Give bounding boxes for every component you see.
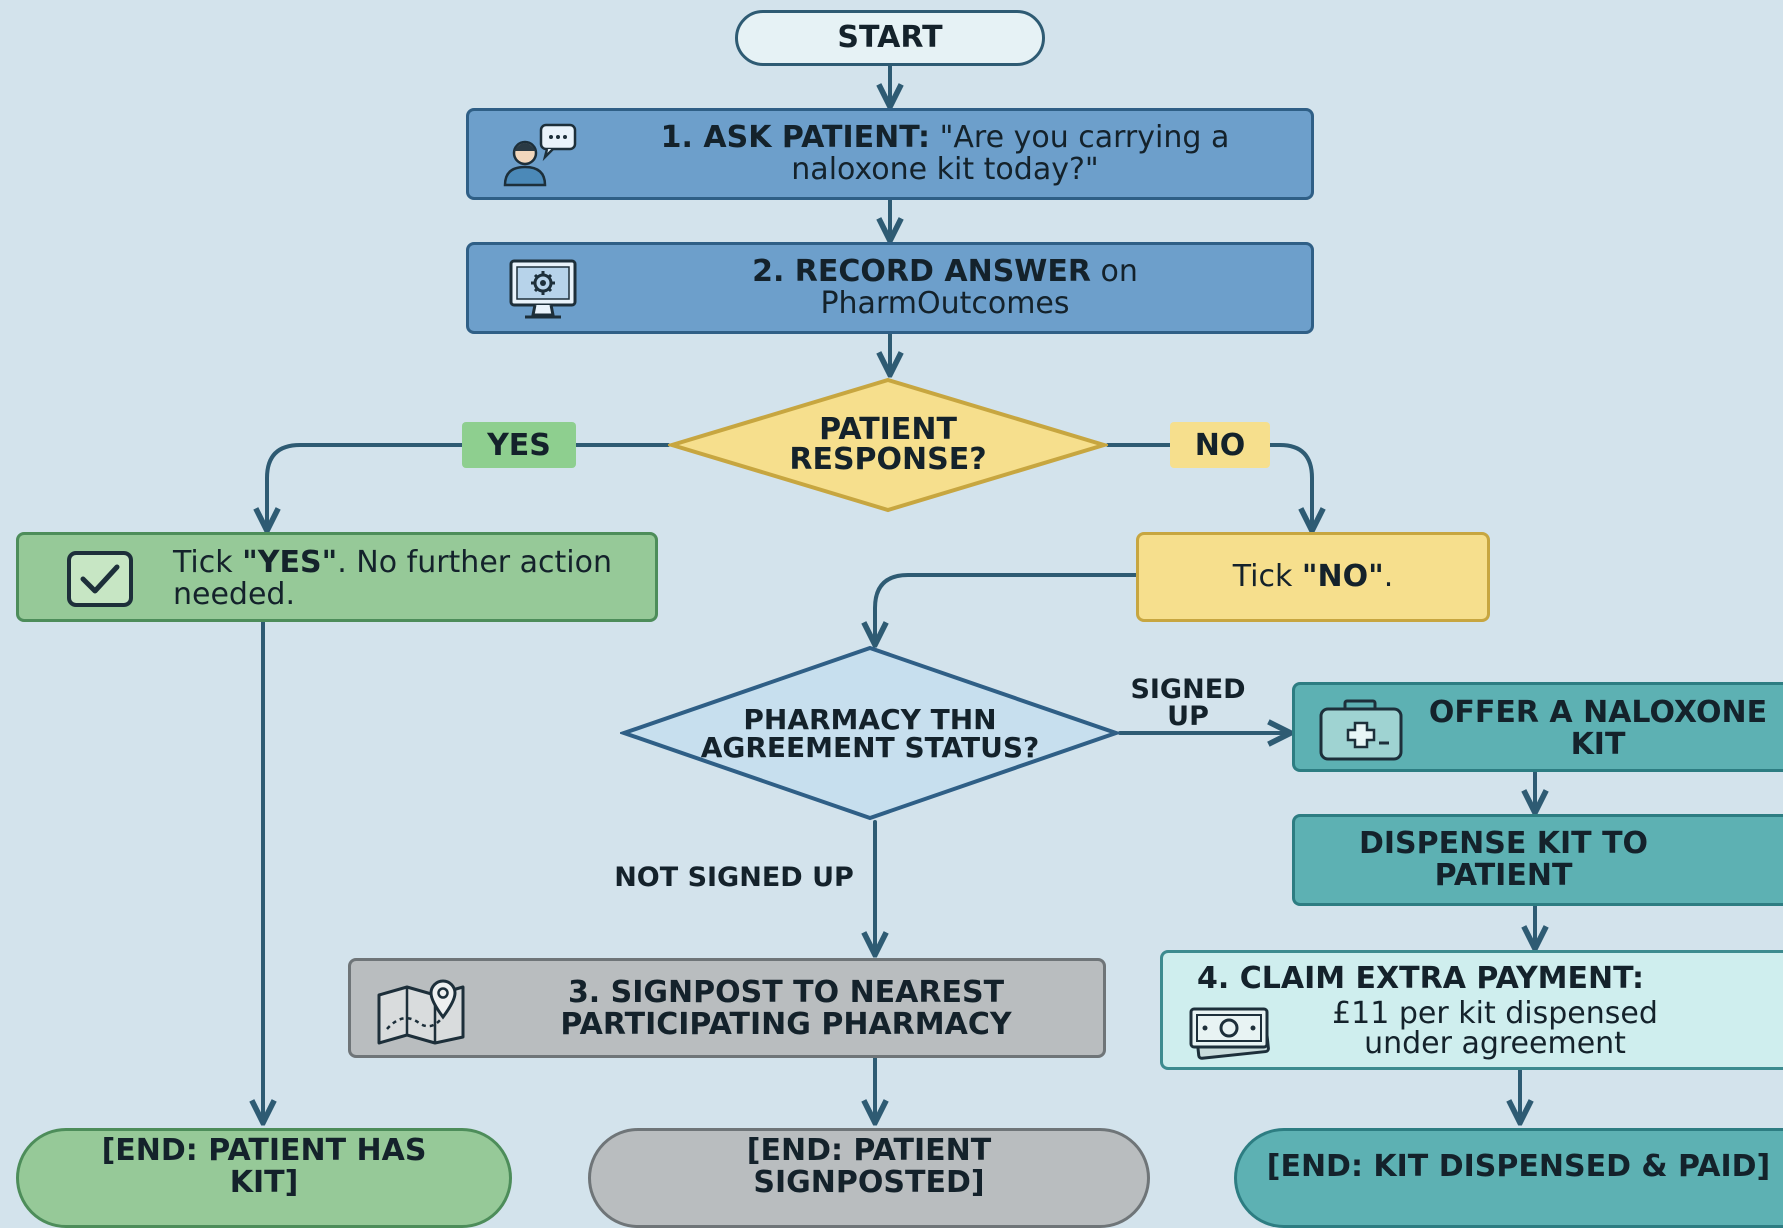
decision-patient-response: PATIENT RESPONSE?: [668, 376, 1108, 514]
no-text-pre: Tick: [1232, 558, 1302, 594]
first-aid-kit-icon: [1315, 697, 1415, 766]
no-text-bold: "NO": [1301, 558, 1384, 594]
step2-title: 2. RECORD ANSWER: [752, 253, 1091, 289]
map-pin-icon: [373, 975, 473, 1048]
edge-label-signed-up: SIGNED UP: [1130, 674, 1246, 732]
dispense-kit-box: DISPENSE KIT TO PATIENT: [1292, 814, 1783, 906]
step2-record-answer: 2. RECORD ANSWER on PharmOutcomes: [466, 242, 1314, 334]
decision2-text: PHARMACY THN AGREEMENT STATUS?: [700, 703, 1040, 764]
end-paid-text: [END: KIT DISPENSED & PAID]: [1266, 1148, 1771, 1184]
yes-text-pre: Tick: [173, 545, 243, 580]
decision-diamond-shape: [668, 377, 1108, 513]
computer-gear-icon: [507, 257, 579, 326]
claim-title: 4. CLAIM EXTRA PAYMENT:: [1197, 961, 1644, 996]
edge-label-yes: YES: [462, 422, 576, 468]
step2-platform: on PharmOutcomes: [820, 253, 1138, 321]
decision1-text: PATIENT RESPONSE?: [789, 412, 987, 477]
end-kit-dispensed-paid: [END: KIT DISPENSED & PAID]: [1234, 1128, 1783, 1228]
banknote-icon: [1183, 1001, 1279, 1064]
yes-text-post: . No further action needed.: [173, 545, 612, 612]
checkbox-tick-icon: [51, 549, 141, 612]
person-speech-icon: [495, 121, 579, 192]
decision2-diamond-shape: [620, 645, 1120, 821]
end-signposted-text: [END: PATIENT SIGNPOSTED]: [746, 1132, 992, 1200]
dispense-text: DISPENSE KIT TO PATIENT: [1358, 825, 1649, 893]
start-node: START: [735, 10, 1045, 66]
end-patient-signposted: [END: PATIENT SIGNPOSTED]: [588, 1128, 1150, 1228]
no-outcome-box: Tick "NO".: [1136, 532, 1490, 622]
step1-ask-patient: 1. ASK PATIENT: "Are you carrying a nalo…: [466, 108, 1314, 200]
step1-title: 1. ASK PATIENT:: [660, 119, 931, 155]
edge-label-no: NO: [1170, 422, 1270, 468]
offer-kit-text: OFFER A NALOXONE KIT: [1428, 695, 1768, 763]
end-has-kit-text: [END: PATIENT HAS KIT]: [101, 1132, 427, 1200]
no-text-post: .: [1383, 558, 1394, 594]
edge-label-not-signed-up: NOT SIGNED UP: [614, 862, 854, 893]
offer-kit-box: OFFER A NALOXONE KIT: [1292, 682, 1783, 772]
yes-outcome-box: Tick "YES". No further action needed.: [16, 532, 658, 622]
yes-text-bold: "YES": [242, 545, 338, 580]
signpost-text: 3. SIGNPOST TO NEAREST PARTICIPATING PHA…: [560, 975, 1012, 1043]
end-patient-has-kit: [END: PATIENT HAS KIT]: [16, 1128, 512, 1228]
step4-claim-payment-box: 4. CLAIM EXTRA PAYMENT: £11 per kit disp…: [1160, 950, 1783, 1070]
start-label: START: [837, 19, 943, 55]
step1-question: "Are you carrying a naloxone kit today?": [791, 119, 1230, 187]
claim-detail: £11 per kit dispensed under agreement: [1332, 996, 1658, 1061]
step3-signpost-box: 3. SIGNPOST TO NEAREST PARTICIPATING PHA…: [348, 958, 1106, 1058]
decision-agreement-status: PHARMACY THN AGREEMENT STATUS?: [620, 644, 1120, 822]
